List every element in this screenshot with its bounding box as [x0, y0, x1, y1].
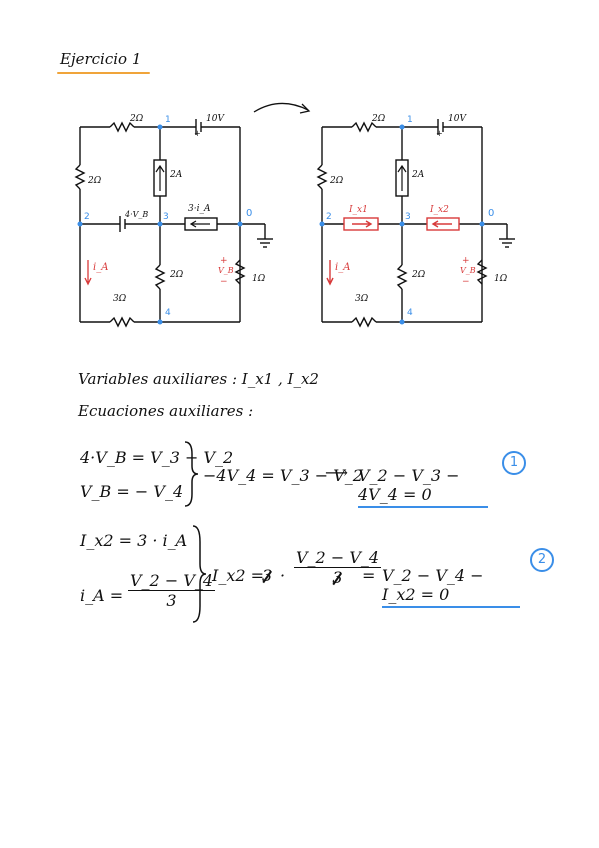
right-r-bottom-label: 3Ω [355, 294, 369, 304]
transform-arrow-icon [253, 102, 311, 114]
eq2-badge: 2 [530, 548, 554, 572]
eq1-result: V_2 − V_3 − 4V_4 = 0 [358, 466, 488, 508]
eq2-num: V_2 − V_4 [294, 548, 382, 568]
left-r-left-label: 2Ω [88, 176, 102, 186]
circuit-diagram-left [74, 119, 273, 328]
right-plus-top: + [436, 129, 443, 138]
right-r-top-label: 2Ω [372, 114, 386, 124]
right-node-3: 3 [405, 212, 411, 222]
eq2-three-struck: 3 [262, 566, 599, 585]
title-underline [57, 72, 150, 74]
circuit-diagram-right [316, 119, 515, 328]
left-dep-current-label: 3·i_A [188, 204, 211, 214]
eq2-fraction: V_2 − V_4 3 [294, 548, 382, 587]
eq2-dot: · [280, 566, 286, 585]
left-node-4: 4 [165, 308, 171, 318]
right-r-left-label: 2Ω [330, 176, 344, 186]
left-ia-label: i_A [93, 262, 109, 273]
page-title: Ejercicio 1 [60, 50, 142, 68]
left-plus-top: + [194, 129, 201, 138]
eq2-brace [192, 525, 207, 623]
left-node-1: 1 [165, 115, 171, 125]
eq2-equals: = [362, 566, 376, 585]
eq2-lhs: I_x2 = [212, 566, 265, 585]
eq1-brace [184, 441, 199, 507]
left-dep-voltage-label: 4·V_B [125, 210, 149, 219]
right-vb-label: V_B [460, 266, 476, 275]
eq1-line-a: 4·V_B = V_3 − V_2 [80, 448, 234, 467]
aux-vars-label: Variables auxiliares : I_x1 , I_x2 [78, 370, 319, 388]
left-node-2: 2 [84, 212, 90, 222]
right-node-2: 2 [326, 212, 332, 222]
right-r-right-label: 1Ω [494, 274, 508, 284]
eq2-line-a: I_x2 = 3 · i_A [80, 531, 188, 550]
left-r-right-label: 1Ω [252, 274, 266, 284]
aux-eqs-label: Ecuaciones auxiliares : [78, 402, 254, 420]
left-source-top-label: 10V [206, 114, 224, 124]
left-r-bottom-label: 3Ω [113, 294, 127, 304]
left-vb-label: V_B [218, 266, 234, 275]
left-r-top-label: 2Ω [130, 114, 144, 124]
right-ia-label: i_A [335, 262, 351, 273]
eq2-result: V_2 − V_4 − I_x2 = 0 [382, 566, 520, 608]
left-current-source-label: 2A [170, 170, 183, 180]
left-vb-plus: + [220, 256, 228, 266]
eq1-middle: −4V_4 = V_3 − V_2 [203, 466, 363, 485]
right-vb-plus: + [462, 256, 470, 266]
right-ix1-label: I_x1 [349, 205, 368, 215]
left-node-3: 3 [163, 212, 169, 222]
eq1-line-b: V_B = − V_4 [80, 482, 184, 501]
right-node-4: 4 [407, 308, 413, 318]
right-source-top-label: 10V [448, 114, 466, 124]
left-node-0: 0 [246, 208, 253, 219]
right-vb-minus: − [462, 277, 470, 287]
eq2-ia-fraction: V_2 − V_4 3 [128, 571, 216, 610]
eq1-badge: 1 [502, 451, 526, 475]
right-r-mid-label: 2Ω [412, 270, 426, 280]
right-ix2-label: I_x2 [430, 205, 449, 215]
right-node-1: 1 [407, 115, 413, 125]
right-node-0: 0 [488, 208, 495, 219]
right-current-source-label: 2A [412, 170, 425, 180]
eq2-ia-den: 3 [166, 591, 177, 610]
eq1-arrow-icon: ⟶ [325, 463, 348, 482]
eq2-ia-label: i_A = [80, 586, 124, 605]
left-vb-minus: − [220, 277, 228, 287]
left-r-mid-label: 2Ω [170, 270, 184, 280]
eq2-den: 3 [332, 568, 343, 587]
eq2-ia-num: V_2 − V_4 [128, 571, 216, 591]
